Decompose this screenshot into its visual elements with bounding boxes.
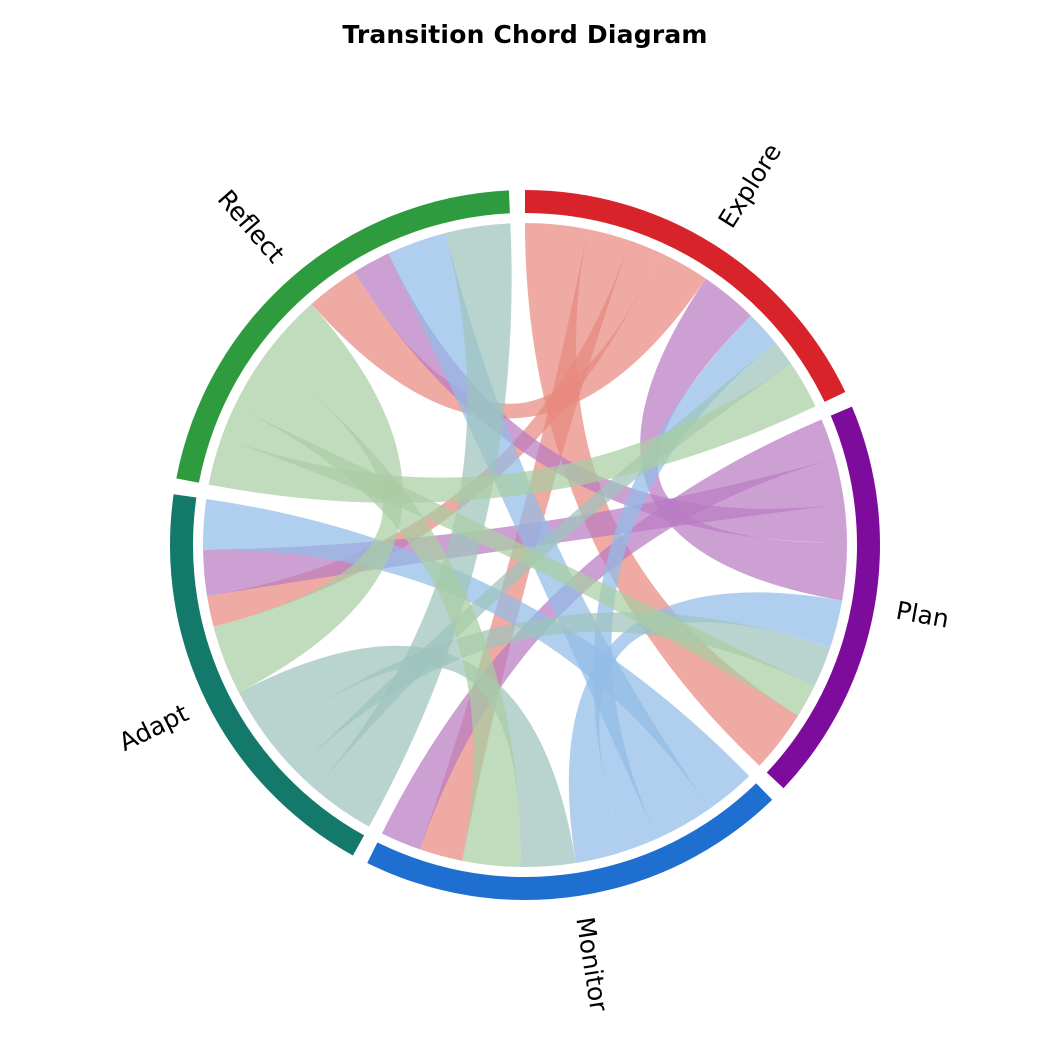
ribbons-layer <box>203 223 847 867</box>
chord-ribbon-adapt-to-plan[interactable] <box>268 612 831 771</box>
chord-ribbon-monitor-to-adapt[interactable] <box>203 498 750 809</box>
chord-ribbon-plan-to-monitor[interactable] <box>381 419 836 850</box>
group-label-monitor: Monitor <box>570 915 613 1014</box>
group-label-adapt: Adapt <box>114 698 193 757</box>
group-label-reflect: Reflect <box>212 184 291 268</box>
sectors-layer <box>170 190 880 900</box>
group-arc-monitor[interactable] <box>367 783 773 900</box>
group-arc-adapt[interactable] <box>170 494 365 856</box>
group-label-plan: Plan <box>894 596 951 634</box>
group-label-explore: Explore <box>713 138 788 233</box>
group-arc-reflect[interactable] <box>176 190 510 483</box>
chord-ribbon-explore-to-reflect[interactable] <box>311 252 706 419</box>
chord-ribbon-reflect-to-explore[interactable] <box>208 364 816 503</box>
chord-ribbon-explore-to-plan[interactable] <box>525 223 799 766</box>
chord-ribbon-adapt-to-explore[interactable] <box>295 342 792 790</box>
page-title: Transition Chord Diagram <box>342 20 708 49</box>
chord-ribbon-plan-to-reflect[interactable] <box>354 253 847 543</box>
chord-ribbon-monitor-to-plan[interactable] <box>568 592 843 863</box>
group-arc-plan[interactable] <box>766 406 880 789</box>
group-arc-explore[interactable] <box>525 190 846 402</box>
chord-ribbon-reflect-to-adapt[interactable] <box>213 303 403 693</box>
